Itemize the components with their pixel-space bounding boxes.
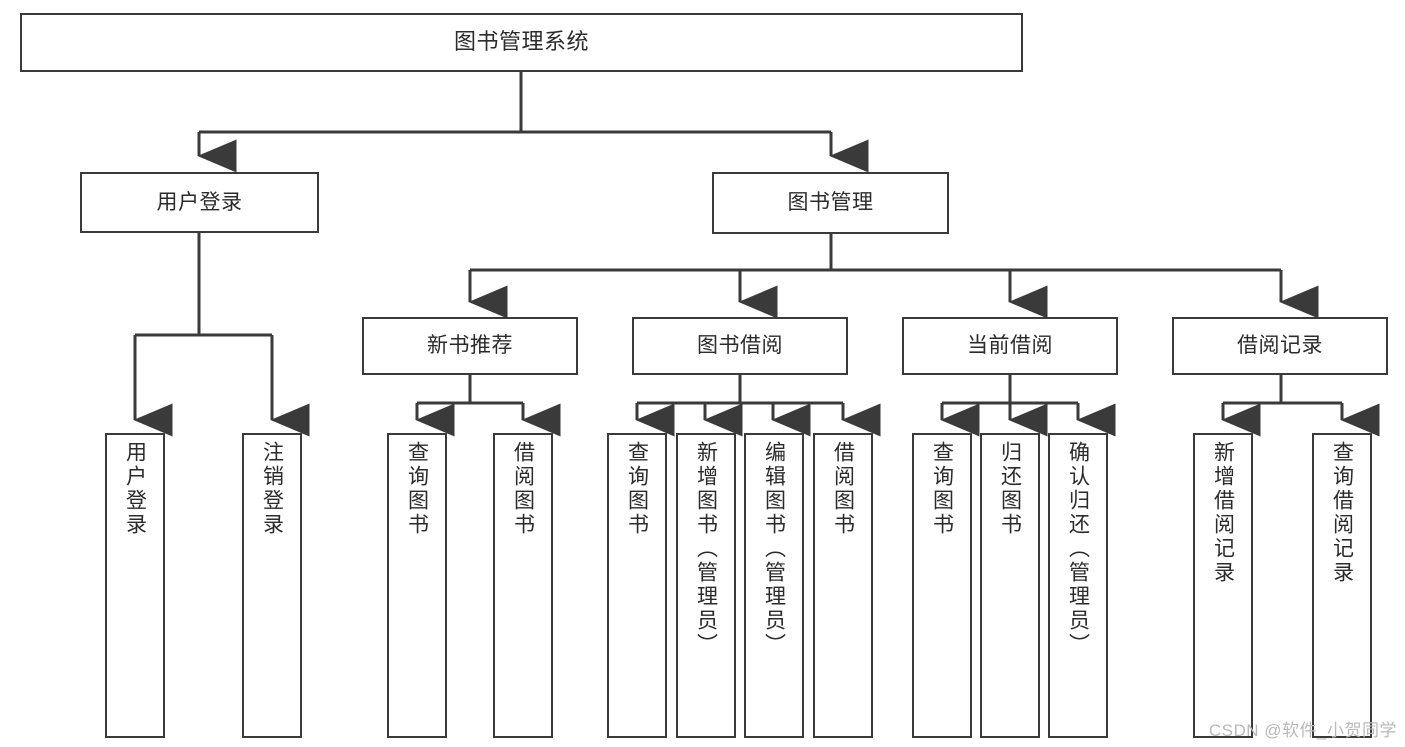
node-leaf-query-books-borrow[interactable]: 查询图书 — [607, 433, 667, 738]
node-leaf-confirm-return-admin[interactable]: 确认归还（管理员） — [1048, 433, 1108, 738]
node-leaf-query-books-recommend[interactable]: 查询图书 — [387, 433, 447, 738]
node-book-management[interactable]: 图书管理 — [712, 172, 949, 234]
node-leaf-return-books[interactable]: 归还图书 — [980, 433, 1040, 738]
node-leaf-borrow-books-label: 借阅图书 — [831, 441, 855, 537]
node-leaf-query-borrow-record-label: 查询借阅记录 — [1330, 441, 1354, 585]
node-book-management-label: 图书管理 — [787, 191, 874, 215]
node-book-borrow-label: 图书借阅 — [697, 334, 783, 358]
node-leaf-query-books-recommend-label: 查询图书 — [405, 441, 429, 537]
node-new-book-recommend[interactable]: 新书推荐 — [362, 317, 578, 375]
node-leaf-return-books-label: 归还图书 — [998, 441, 1022, 537]
node-leaf-confirm-return-admin-label: 确认归还（管理员） — [1066, 441, 1090, 657]
node-leaf-user-login[interactable]: 用户登录 — [105, 433, 165, 738]
node-borrow-records[interactable]: 借阅记录 — [1172, 317, 1388, 375]
node-user-login[interactable]: 用户登录 — [80, 172, 319, 233]
node-leaf-add-borrow-record[interactable]: 新增借阅记录 — [1193, 433, 1253, 738]
node-borrow-records-label: 借阅记录 — [1237, 334, 1323, 358]
node-user-login-label: 用户登录 — [156, 190, 243, 214]
node-leaf-borrow-books-recommend-label: 借阅图书 — [511, 441, 535, 537]
node-leaf-add-borrow-record-label: 新增借阅记录 — [1211, 441, 1235, 585]
node-leaf-query-books-borrow-label: 查询图书 — [625, 441, 649, 537]
watermark: CSDN @软件_小贺同学 — [1208, 721, 1397, 740]
node-leaf-query-borrow-record[interactable]: 查询借阅记录 — [1312, 433, 1372, 738]
node-leaf-query-books-current[interactable]: 查询图书 — [912, 433, 972, 738]
node-leaf-logout-label: 注销登录 — [260, 441, 284, 537]
node-leaf-borrow-books[interactable]: 借阅图书 — [813, 433, 873, 738]
node-book-borrow[interactable]: 图书借阅 — [632, 317, 848, 375]
node-leaf-edit-book-admin[interactable]: 编辑图书（管理员） — [744, 433, 804, 738]
node-new-book-recommend-label: 新书推荐 — [427, 334, 513, 358]
node-root-label: 图书管理系统 — [453, 29, 589, 55]
node-root[interactable]: 图书管理系统 — [20, 13, 1023, 72]
node-leaf-add-book-admin[interactable]: 新增图书（管理员） — [676, 433, 736, 738]
node-leaf-query-books-current-label: 查询图书 — [930, 441, 954, 537]
node-leaf-user-login-label: 用户登录 — [123, 441, 147, 537]
node-leaf-logout[interactable]: 注销登录 — [242, 433, 302, 738]
node-leaf-borrow-books-recommend[interactable]: 借阅图书 — [493, 433, 553, 738]
node-current-borrow[interactable]: 当前借阅 — [902, 317, 1118, 375]
node-leaf-edit-book-admin-label: 编辑图书（管理员） — [762, 441, 786, 657]
node-current-borrow-label: 当前借阅 — [967, 334, 1053, 358]
node-leaf-add-book-admin-label: 新增图书（管理员） — [694, 441, 718, 657]
